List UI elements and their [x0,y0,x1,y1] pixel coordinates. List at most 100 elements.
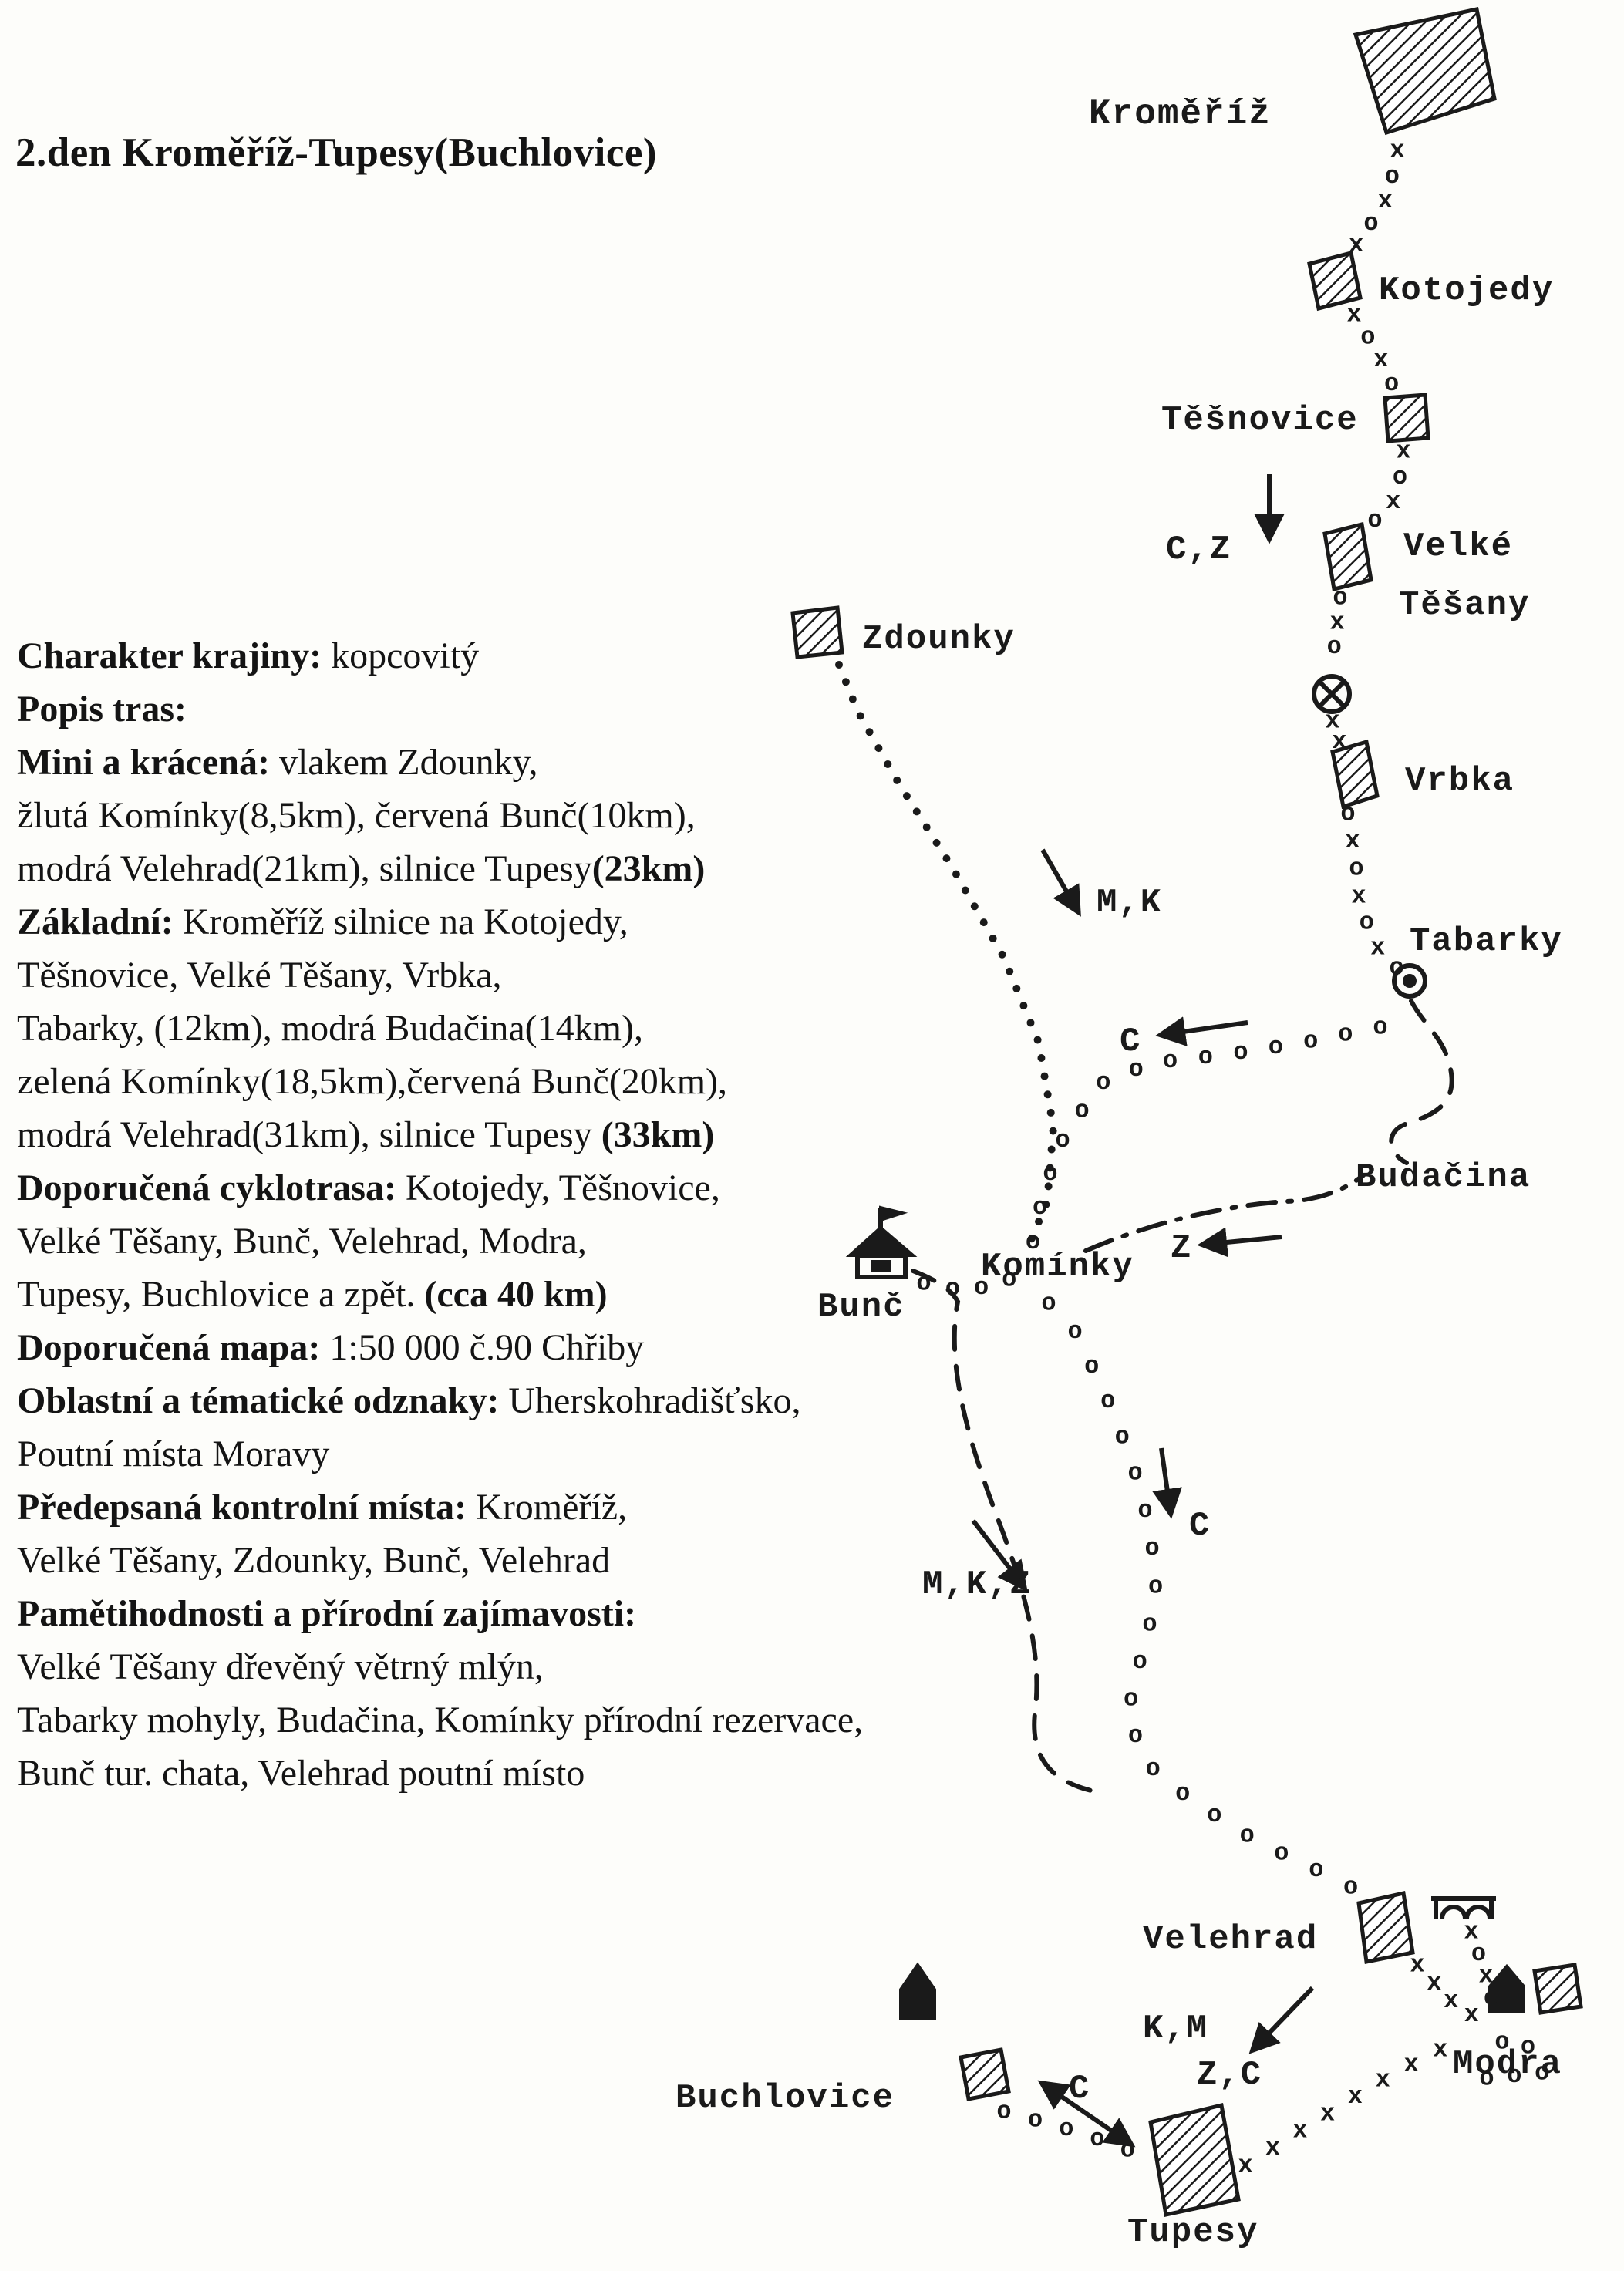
svg-text:o: o [1084,1352,1099,1380]
tupesy-town-icon [1148,2102,1241,2217]
svg-text:o: o [1507,2061,1521,2090]
c-arrow-1 [1155,1016,1248,1046]
svg-text:o: o [1144,1534,1159,1562]
svg-text:o: o [1059,2114,1073,2143]
svg-text:o: o [1363,209,1378,238]
map-label-buchlovice: Buchlovice [676,2079,895,2118]
svg-text:o: o [1240,1821,1255,1850]
map-label-c-mark-3: C [1069,2070,1091,2108]
svg-text:o: o [1384,369,1399,398]
map-label-kominky: Komínky [981,1248,1134,1286]
svg-text:x: x [1351,882,1366,911]
svg-text:o: o [1043,1159,1057,1188]
description-line: Charakter krajiny: kopcovitý [17,635,480,676]
mk-arrow [1040,848,1081,917]
svg-text:o: o [1373,1013,1387,1042]
description-line: žlutá Komínky(8,5km), červená Bunč(10km)… [17,795,696,836]
map-label-tabarky: Tabarky [1410,922,1563,961]
svg-text:x: x [1332,727,1346,756]
map-label-c-mark-2: C [1189,1507,1211,1545]
modra-town-icon [1532,1963,1583,2015]
description-line: Popis tras: [17,689,187,729]
description-line: Mini a krácená: vlakem Zdounky, [17,742,538,783]
svg-text:o: o [1471,1939,1486,1968]
svg-text:o: o [1090,2124,1104,2153]
description-line: Tupesy, Buchlovice a zpět. (cca 40 km) [17,1274,608,1315]
description-line: modrá Velehrad(31km), silnice Tupesy (33… [17,1114,715,1155]
svg-text:x: x [1373,345,1388,374]
svg-text:o: o [1360,908,1374,937]
svg-text:x: x [1292,2117,1307,2145]
svg-text:o: o [1535,2059,1549,2087]
svg-text:x: x [1396,437,1410,466]
svg-text:x: x [1325,707,1339,736]
map-label-mk-mark: M,K [1097,884,1163,922]
svg-text:o: o [1390,954,1404,982]
modra-monument-icon [1488,1963,1525,2013]
svg-text:x: x [1349,231,1363,259]
map-label-cz-mark: C,Z [1166,531,1232,569]
svg-text:o: o [1056,1126,1070,1154]
map-label-zdounky: Zdounky [862,620,1016,659]
description-line: Tabarky, (12km), modrá Budačina(14km), [17,1008,643,1049]
svg-text:x: x [1376,2065,1390,2094]
z-arrow [1197,1227,1282,1258]
svg-text:x: x [1427,1969,1441,1997]
kromeriz-town-icon [1353,7,1497,136]
svg-text:o: o [1327,632,1342,661]
map-label-velke: Velké [1403,527,1514,566]
c-arrow-2 [1152,1447,1182,1519]
map-label-vrbka: Vrbka [1405,762,1515,800]
route-dashed-lines [911,999,1454,1793]
kotojedy-town-icon [1307,250,1363,312]
svg-text:o: o [1233,1038,1248,1066]
description-line: Poutní místa Moravy [17,1434,330,1474]
svg-text:x: x [1386,487,1400,516]
tesnovice-town-icon [1383,393,1430,443]
svg-text:o: o [1479,2064,1494,2093]
map-label-velehrad: Velehrad [1143,1920,1319,1959]
svg-text:o: o [1198,1043,1213,1071]
velke-tesany-town-icon [1322,521,1373,592]
description-line: zelená Komínky(18,5km),červená Bunč(20km… [17,1061,728,1102]
svg-text:o: o [1128,1721,1143,1750]
map-label-km-mark: K,M [1143,2010,1209,2048]
svg-text:x: x [1433,2036,1447,2064]
map-label-bunc: Bunč [817,1288,905,1326]
svg-text:o: o [1115,1423,1130,1451]
svg-text:o: o [1129,1055,1144,1083]
svg-text:o: o [1041,1289,1056,1318]
svg-text:o: o [1494,2028,1509,2057]
vrbka-town-icon [1330,739,1380,810]
svg-text:o: o [1075,1097,1090,1125]
svg-text:o: o [1137,1496,1152,1525]
description-line: Těšnovice, Velké Těšany, Vrbka, [17,955,502,996]
page-title: 2.den Kroměříž-Tupesy(Buchlovice) [15,130,658,175]
map-label-tesany: Těšany [1399,586,1531,625]
svg-text:o: o [1385,162,1400,190]
tabarky-mound-icon [1392,963,1427,999]
description-line: modrá Velehrad(21km), silnice Tupesy(23k… [17,848,706,889]
svg-text:o: o [1303,1027,1318,1056]
description-line: Doporučená cyklotrasa: Kotojedy, Těšnovi… [17,1168,720,1208]
svg-text:o: o [1148,1572,1163,1601]
svg-text:o: o [1333,584,1347,612]
svg-text:x: x [1265,2134,1280,2162]
svg-text:x: x [1329,608,1344,636]
description-line: Předepsaná kontrolní místa: Kroměříž, [17,1487,628,1528]
map-label-budacina: Budačina [1356,1158,1531,1197]
description-line: Základní: Kroměříž silnice na Kotojedy, [17,901,628,942]
description-line: Velké Těšany, Bunč, Velehrad, Modra, [17,1221,587,1262]
description-line: Doporučená mapa: 1:50 000 č.90 Chřiby [17,1327,645,1368]
description-line: Velké Těšany dřevěný větrný mlýn, [17,1646,544,1687]
svg-text:x: x [1464,1918,1478,1946]
svg-text:o: o [1393,463,1407,491]
svg-text:o: o [1349,854,1363,883]
svg-text:x: x [1238,2151,1252,2180]
svg-text:x: x [1444,1986,1458,2015]
svg-text:o: o [1163,1046,1178,1075]
svg-text:o: o [1124,1684,1138,1713]
